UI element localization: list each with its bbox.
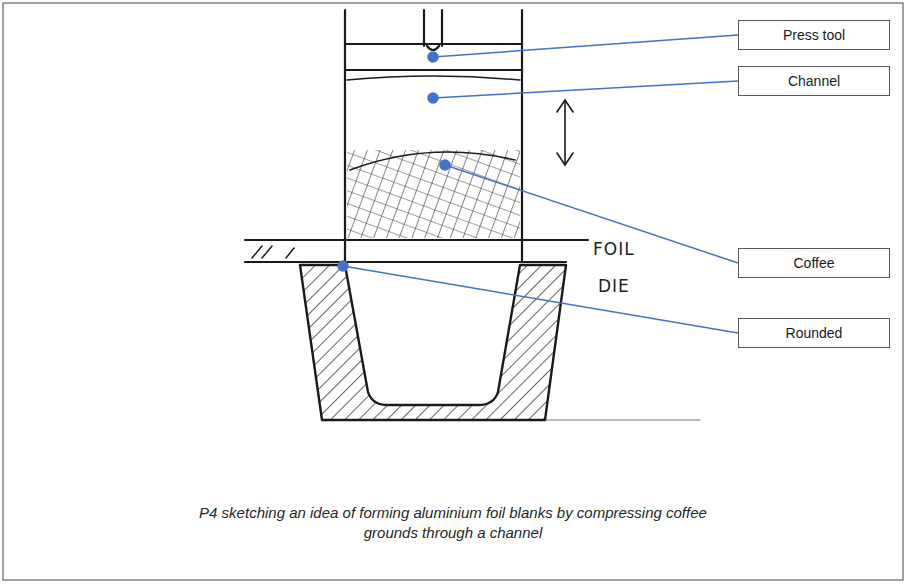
leader-line [433,35,738,57]
tick-mark [286,248,294,258]
callout-box: Rounded [738,318,890,348]
leader-line [433,81,738,98]
callout-text: Press tool [783,27,845,43]
sketch-label: DIE [598,276,630,296]
press-plate [345,69,522,71]
base-line [545,420,700,421]
coffee-hatch [347,150,520,238]
channel-line [347,76,520,80]
callout-text: Channel [788,73,840,89]
sketch-label: FOIL [593,239,635,259]
motion-arrow [557,100,573,112]
rod-line [423,10,425,46]
rod-line [441,10,443,46]
motion-arrow [557,153,573,165]
die-section [300,265,566,420]
leader-dot [428,52,438,62]
callout-box: Coffee [738,248,890,278]
die-top-line [245,261,566,263]
channel-wall [521,10,523,262]
leader-line [343,266,738,333]
motion-arrow [564,102,566,163]
callout-box: Channel [738,66,890,96]
leader-dot [338,261,348,271]
press-plate [345,43,522,45]
figure-frame [3,3,903,580]
figure-caption: P4 sketching an idea of forming aluminiu… [193,503,713,542]
rod-end [427,46,439,50]
leader-line [445,165,738,263]
callout-text: Rounded [786,325,843,341]
foil-line [245,239,588,241]
leader-dot [428,93,438,103]
callout-text: Coffee [794,255,835,271]
channel-wall [344,10,346,262]
callout-box: Press tool [738,20,890,50]
leader-dot [440,160,450,170]
tick-mark [252,246,262,258]
tick-mark [262,246,272,258]
